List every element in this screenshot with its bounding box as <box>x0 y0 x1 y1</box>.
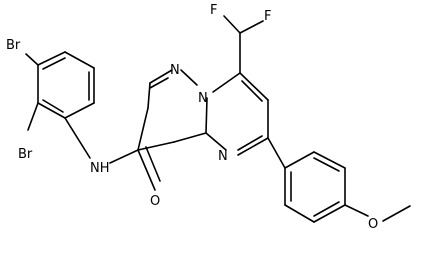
double-bond-inner <box>42 57 66 70</box>
double-bond-inner <box>237 135 263 151</box>
bond-o-methyl <box>382 205 411 222</box>
bond <box>284 204 315 223</box>
bond <box>180 69 198 86</box>
bond-c-nh <box>64 117 91 159</box>
bond-c-br-top <box>25 53 39 66</box>
bond <box>313 151 346 169</box>
bond <box>137 107 149 151</box>
atom-n-bridge: N <box>198 91 208 106</box>
carbonyl-double-bond-inner <box>145 146 161 182</box>
double-bond-inner <box>313 201 340 217</box>
bond <box>212 72 241 93</box>
atom-f2: F <box>264 9 271 24</box>
bond-nh-carbonyl <box>109 149 139 164</box>
bond <box>239 72 269 101</box>
bond <box>173 132 207 143</box>
bond-to-aryl <box>267 137 286 169</box>
bond <box>147 82 151 109</box>
atom-amide-nh: NH <box>90 161 110 176</box>
bond-c-o-methoxy <box>344 204 369 217</box>
bond <box>205 97 208 134</box>
atom-carbonyl-o: O <box>150 194 160 209</box>
bond <box>64 102 95 119</box>
atom-n-pyrazole: N <box>170 63 180 78</box>
bond <box>237 137 269 156</box>
bond-c-br-ortho <box>27 102 39 131</box>
atom-br-ortho: Br <box>18 147 33 162</box>
bond <box>205 132 227 151</box>
double-bond-inner <box>241 80 263 102</box>
dibromophenyl-ring <box>37 51 95 119</box>
bond <box>37 51 66 66</box>
atom-methoxy-o: O <box>368 217 378 232</box>
double-bond-inner <box>149 77 169 89</box>
bond-c-f1 <box>223 15 241 34</box>
bond <box>137 141 175 151</box>
bond-c-f2 <box>239 20 264 34</box>
carbonyl-double-bond <box>137 149 156 191</box>
pyrimidine-ring <box>205 72 269 156</box>
bond <box>37 102 66 119</box>
bond <box>64 51 95 69</box>
atom-f1: F <box>210 3 217 18</box>
pyrazole-ring <box>137 69 208 151</box>
double-bond-inner <box>313 157 340 172</box>
methoxyphenyl-ring <box>284 151 346 223</box>
atom-br-top: Br <box>6 38 21 53</box>
atom-n-pyrimidine: N <box>218 149 228 164</box>
bond <box>149 69 173 84</box>
double-bond-inner <box>42 99 64 113</box>
bond <box>313 204 346 223</box>
bond <box>284 151 315 169</box>
